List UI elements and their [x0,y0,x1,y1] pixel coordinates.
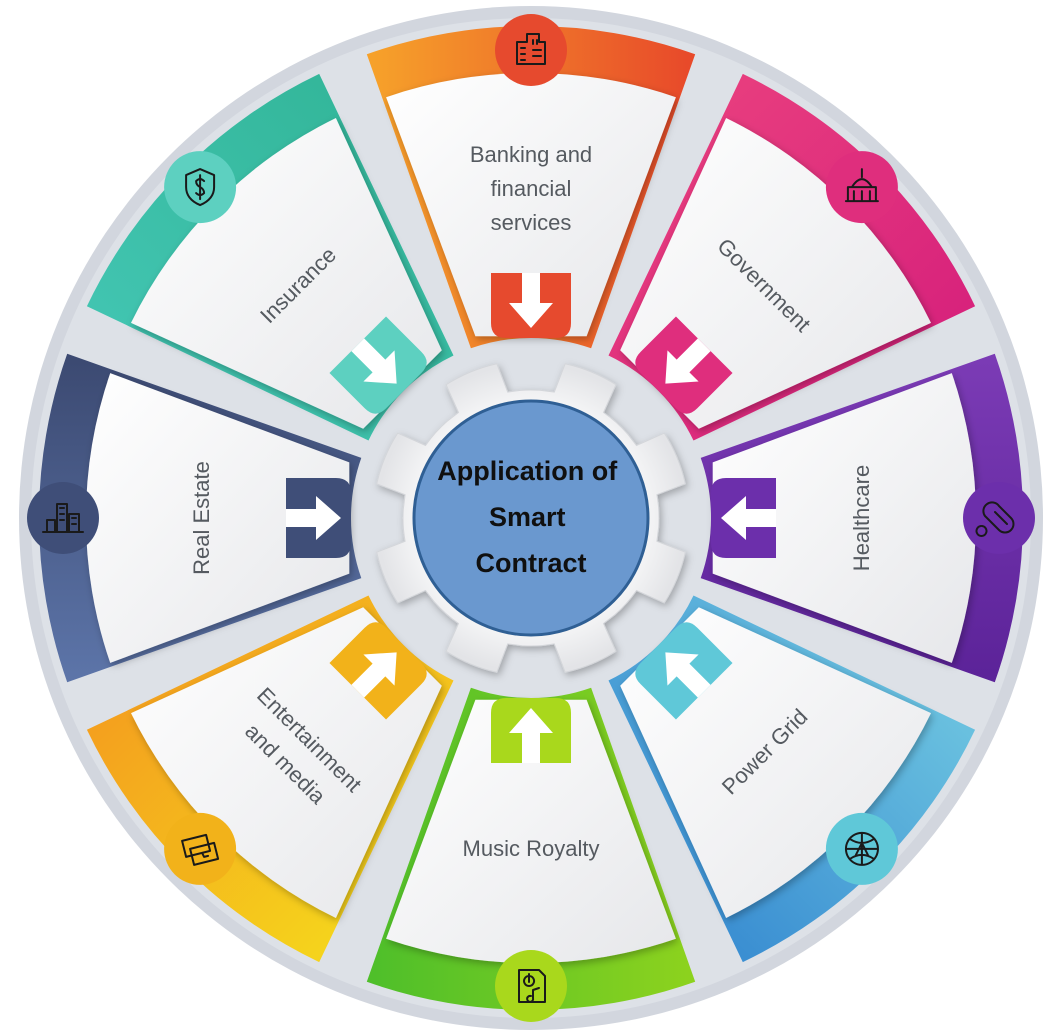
center-title-line-1: Application of [437,456,618,486]
segment-arrow-healthcare [711,478,776,558]
segment-card-banking [386,72,676,337]
segment-card-music-royalty [386,699,676,964]
tickets-icon [164,812,237,885]
segment-card-healthcare [712,373,977,663]
center-title-line-2: Smart [489,502,566,532]
center-circle [412,399,650,637]
segment-arrow-government [635,316,733,414]
segment-label-line: Music Royalty [463,836,600,861]
segment-label-banking: Banking and financial services [470,142,592,235]
segment-government: Government [608,73,976,441]
bank-building-icon [495,14,567,86]
segment-label-music-royalty: Music Royalty [463,836,600,861]
segment-arrow-banking [491,273,571,338]
segment-label-line: Healthcare [849,465,874,571]
segment-label-line: financial [491,176,572,201]
segment-arrow-real-estate [286,478,351,558]
segment-music-royalty: Music Royalty [366,687,696,1022]
city-icon [27,482,99,554]
segment-arrow-power-grid [635,622,733,720]
segment-healthcare: Healthcare [700,353,1035,683]
segments-layer: Banking and financial services GovernmentHe… [27,14,1035,1022]
center-title-line-3: Contract [475,548,586,578]
music-contract-icon [495,950,567,1022]
capitol-icon [825,151,898,224]
segment-arrow-entertainment [329,622,427,720]
pills-icon [963,482,1035,554]
shield-dollar-icon [164,151,237,224]
segment-card-real-estate [85,373,350,663]
segment-real-estate: Real Estate [27,353,362,683]
segment-label-line: Real Estate [189,461,214,575]
segment-arrow-insurance [329,316,427,414]
center-title: Application of Smart Contract [437,456,625,578]
segment-banking: Banking and financial services [366,14,696,349]
segment-label-real-estate: Real Estate [189,461,214,575]
segment-arrow-music-royalty [491,698,571,763]
segment-insurance: Insurance [86,73,454,441]
segment-label-healthcare: Healthcare [849,465,874,571]
segment-entertainment: Entertainmentand media [86,595,454,963]
segment-label-line: services [491,210,572,235]
segment-label-line: Banking and [470,142,592,167]
segment-power-grid: Power Grid [608,595,976,963]
globe-grid-icon [825,812,898,885]
